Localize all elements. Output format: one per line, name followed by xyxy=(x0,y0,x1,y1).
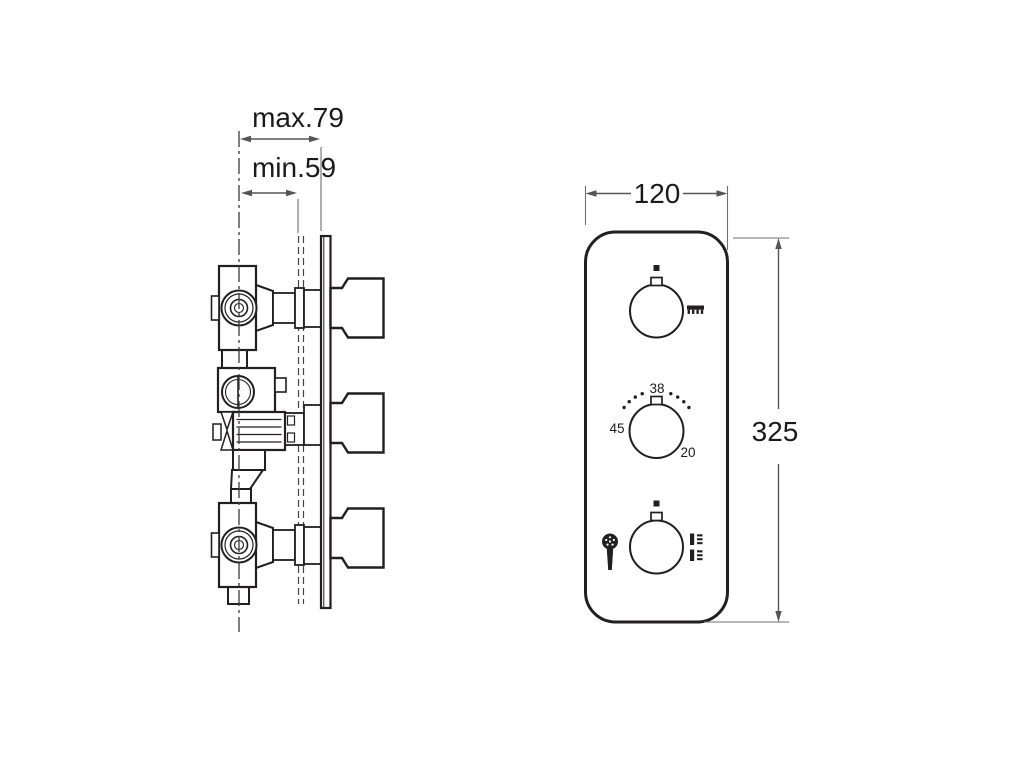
knob-side-middle xyxy=(329,392,385,454)
side-view: max.79 min.59 xyxy=(210,102,385,632)
wall-bush xyxy=(303,289,322,328)
body-lower xyxy=(232,449,266,471)
stem-flange xyxy=(294,524,305,566)
cartridge-clamp xyxy=(219,411,235,432)
knob-bottom xyxy=(602,500,703,575)
valve-tab xyxy=(212,423,222,441)
valve-nut xyxy=(255,283,274,333)
valve-nut xyxy=(255,520,274,570)
scale-dot xyxy=(622,405,626,410)
temp-label-45: 45 xyxy=(609,421,624,436)
side-knobs xyxy=(329,277,385,569)
scale-dot xyxy=(687,405,691,410)
dim-max-label: max.79 xyxy=(252,102,344,133)
valve-stem xyxy=(272,529,296,561)
wall-plate-side xyxy=(319,234,332,610)
indicator-dot xyxy=(653,500,660,507)
thermostatic-cartridge xyxy=(231,410,287,452)
knob-middle: 38 45 20 xyxy=(609,381,695,460)
knob-notch xyxy=(650,511,663,522)
valve-middle-assembly xyxy=(212,366,322,471)
temperature-scale-dots xyxy=(622,392,691,410)
hand-shower-icon xyxy=(602,533,618,570)
scale-dot xyxy=(633,395,637,399)
stem-flange xyxy=(294,287,305,329)
dim-height-label: 325 xyxy=(752,416,799,447)
scale-dot xyxy=(676,395,680,399)
dim-height: 325 xyxy=(704,237,799,623)
temp-label-38: 38 xyxy=(649,381,664,396)
body-jets-icon xyxy=(690,533,703,561)
body-notch xyxy=(274,377,287,393)
dim-width-label: 120 xyxy=(634,178,681,209)
overhead-shower-icon xyxy=(687,305,704,314)
knob-side-bottom xyxy=(329,507,385,569)
valve-tab xyxy=(210,532,220,558)
front-view: 120 325 xyxy=(584,178,799,624)
knob-notch xyxy=(650,276,663,287)
scale-dot xyxy=(682,400,686,404)
indicator-dot xyxy=(653,265,660,271)
valve-top-assembly xyxy=(210,264,322,352)
valve-stem xyxy=(272,292,296,324)
dim-max79: max.79 xyxy=(240,102,344,231)
knob-side-top xyxy=(329,277,385,339)
valve-tab xyxy=(210,295,220,321)
dim-min59: min.59 xyxy=(241,152,336,233)
valve-bottom-assembly xyxy=(210,501,322,589)
knob-notch xyxy=(650,395,663,406)
wall-bush xyxy=(303,526,322,565)
knob-top xyxy=(629,265,704,339)
scale-dot xyxy=(640,392,644,396)
dim-width: 120 xyxy=(584,178,729,250)
dim-min-label: min.59 xyxy=(252,152,336,183)
scale-dot xyxy=(627,400,631,404)
cartridge-ribs xyxy=(236,418,282,443)
cartridge-clamp xyxy=(219,428,235,451)
temp-label-20: 20 xyxy=(680,445,695,460)
wall-bush xyxy=(303,404,322,446)
scale-dot xyxy=(669,392,673,396)
